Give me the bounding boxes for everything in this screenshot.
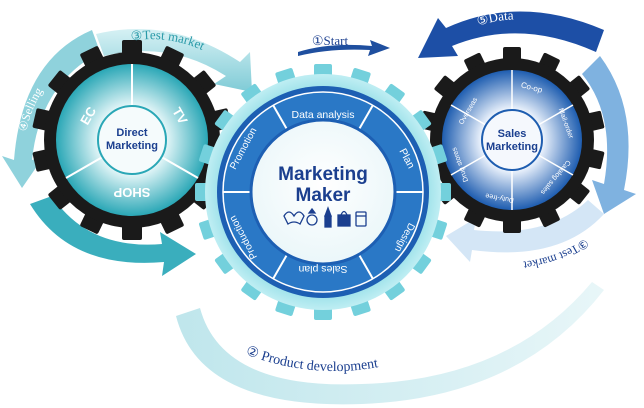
gear-tooth [192,70,216,95]
segment-duty-free: Duty-free [485,192,515,204]
ring-icon [306,207,318,226]
segment-shop: SHOP [113,185,150,200]
lipstick-icon [324,206,332,228]
right-selling-arrow [582,56,636,214]
gear-tooth [434,75,456,98]
right-data-arrow [418,11,604,58]
direct-marketing-gear: Direct Marketing EC TV SHOP [32,40,232,240]
direct-marketing-title: Direct [116,127,148,139]
direct-marketing-subtitle: Marketing [106,140,158,152]
gear-tooth [568,182,590,205]
gear-tooth [410,252,432,274]
handbag-icon [337,210,351,227]
sales-marketing-gear: Sales Marketing Co-op Mail-order Catalog… [419,47,605,233]
jar-icon [355,211,367,227]
right-test-market-arrow [446,200,604,262]
gear-tooth [214,110,236,132]
gear-tooth [48,70,72,95]
ring-data-analysis: Data analysis [291,109,354,121]
gear-tooth [241,83,263,105]
product-development-label: ② Product development [244,344,379,375]
segment-tv: TV [169,105,190,127]
gear-tooth [122,40,142,56]
gear-tooth [568,75,590,98]
gear-tooth [383,279,405,301]
product-icons [283,206,367,228]
sales-marketing-title: Sales [498,128,527,140]
gear-tooth [122,224,142,240]
bottom-product-arrow [176,40,604,405]
start-label: ①Start [312,33,349,48]
gear-tooth [214,252,236,274]
marketing-maker-gear: Data analysis Plan Design Sales plan Pro… [195,64,451,320]
gear-tooth [383,83,405,105]
sales-marketing-subtitle: Marketing [486,141,538,153]
marketing-maker-title: Marketing [278,164,368,185]
gear-tooth [410,110,432,132]
right-cycle-arrows [418,11,636,262]
gear-tooth [48,185,72,210]
start-arrow [298,40,390,56]
gear-tooth [241,279,263,301]
left-selling-arrow [2,30,100,188]
marketing-maker-subtitle: Maker [296,185,352,206]
bra-icon [283,211,305,225]
left-data-arrow [30,196,196,276]
ring-sales-plan: Sales plan [298,263,347,275]
